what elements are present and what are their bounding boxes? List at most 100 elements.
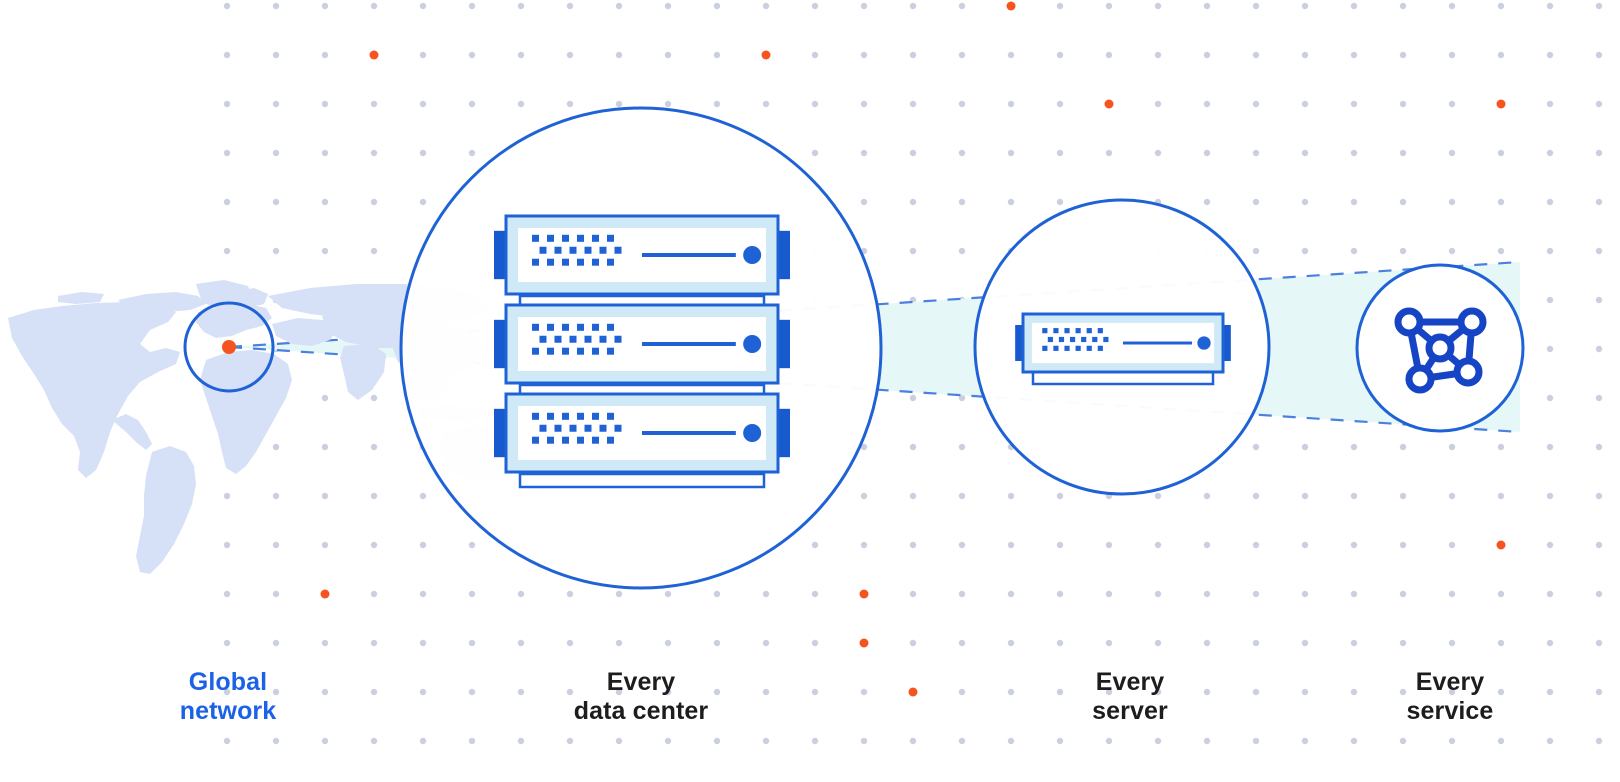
grid-dot (1546, 198, 1554, 206)
grid-dot (615, 688, 623, 696)
grid-dot (321, 688, 329, 696)
grid-dot (1105, 737, 1113, 745)
grid-dot (958, 100, 966, 108)
grid-dot (762, 688, 770, 696)
grid-dot (1203, 149, 1211, 157)
grid-dot (1105, 688, 1113, 696)
label-every-server-line2: server (1092, 697, 1168, 725)
grid-dot (664, 51, 672, 59)
server-unit-vent-square (562, 412, 569, 420)
server-unit-vent-square (1081, 336, 1087, 343)
server-unit-vent-square (577, 347, 584, 355)
server-unit-vent-square (532, 234, 539, 242)
grid-dot (419, 737, 427, 745)
grid-dot (713, 100, 721, 108)
grid-dot (223, 492, 231, 500)
server-unit-vent-square (569, 335, 577, 343)
grid-dot (1301, 737, 1309, 745)
grid-dot (1007, 149, 1015, 157)
server-unit-vent-square (569, 246, 577, 254)
label-global-network-line1: Global (188, 668, 268, 696)
grid-dot (419, 541, 427, 549)
grid-dot (370, 394, 378, 402)
grid-dot (860, 51, 868, 59)
label-every-data-center-line2: data center (573, 697, 709, 725)
grid-dot (1497, 198, 1505, 206)
grid-dot (321, 100, 329, 108)
grid-dot (370, 198, 378, 206)
grid-dot (909, 100, 917, 108)
grid-dot (370, 443, 378, 451)
grid-dot (1546, 492, 1554, 500)
label-global-network-line2: network (179, 697, 277, 725)
server-unit-vent-square (592, 234, 599, 242)
grid-dot (321, 247, 329, 255)
grid-dot (860, 688, 868, 696)
grid-dot (811, 2, 819, 10)
grid-dot (1203, 639, 1211, 647)
server-unit-vent-square (562, 347, 569, 355)
server-unit-vent-square (532, 412, 539, 420)
grid-dot (419, 198, 427, 206)
server-unit-vent-square (1086, 345, 1092, 351)
server-unit-vent-square (1058, 336, 1065, 343)
grid-dot (468, 688, 476, 696)
server-unit-status-dot (1197, 336, 1211, 350)
server-unit-vent-square (539, 246, 547, 254)
grid-dot (1448, 443, 1456, 451)
grid-dot (860, 2, 868, 10)
grid-dot (958, 51, 966, 59)
grid-dot (1056, 492, 1064, 500)
grid-dot (860, 198, 868, 206)
grid-dot (1007, 198, 1015, 206)
grid-dot (1301, 2, 1309, 10)
grid-dot (958, 688, 966, 696)
server-unit-vent-square (1103, 336, 1109, 343)
grid-dot (517, 51, 525, 59)
grid-dot (1448, 100, 1456, 108)
grid-dot (615, 51, 623, 59)
grid-dot (272, 590, 280, 598)
grid-dot (321, 51, 329, 59)
grid-dot (713, 737, 721, 745)
grid-dot (1448, 2, 1456, 10)
grid-dot (223, 688, 231, 696)
grid-dot (419, 590, 427, 598)
grid-dot (1546, 394, 1554, 402)
server-unit-vent-square (599, 246, 607, 254)
grid-dot (321, 198, 329, 206)
grid-dot (272, 51, 280, 59)
grid-dot (1105, 2, 1113, 10)
server-unit-tab-right (1219, 325, 1231, 361)
grid-dot (1399, 2, 1407, 10)
grid-dot (860, 149, 868, 157)
grid-dot (1007, 51, 1015, 59)
grid-dot (909, 443, 917, 451)
grid-dot (468, 149, 476, 157)
server-unit-vent-square (562, 436, 569, 444)
grid-dot (1448, 198, 1456, 206)
grid-dot (664, 100, 672, 108)
server-unit-vent-square (592, 412, 599, 420)
grid-dot (1301, 639, 1309, 647)
server-unit-vent-square (532, 436, 539, 444)
grid-dot (909, 198, 917, 206)
grid-dot (566, 51, 574, 59)
grid-dot (860, 492, 868, 500)
grid-dot (272, 2, 280, 10)
server-unit-vent-square (547, 323, 554, 331)
grid-dot (1497, 737, 1505, 745)
grid-dot (958, 149, 966, 157)
server-unit-vent-square (1064, 345, 1070, 351)
grid-dot (223, 2, 231, 10)
grid-dot (860, 443, 868, 451)
server-unit-vent-square (1042, 328, 1048, 334)
label-every-data-center-line1: Every (606, 668, 676, 696)
server-unit-vent-square (584, 246, 592, 254)
grid-dot (860, 737, 868, 745)
grid-dot (762, 590, 770, 598)
grid-dot (1105, 590, 1113, 598)
server-unit-vent-square (554, 424, 562, 432)
grid-dot (762, 737, 770, 745)
grid-dot (1497, 590, 1505, 598)
